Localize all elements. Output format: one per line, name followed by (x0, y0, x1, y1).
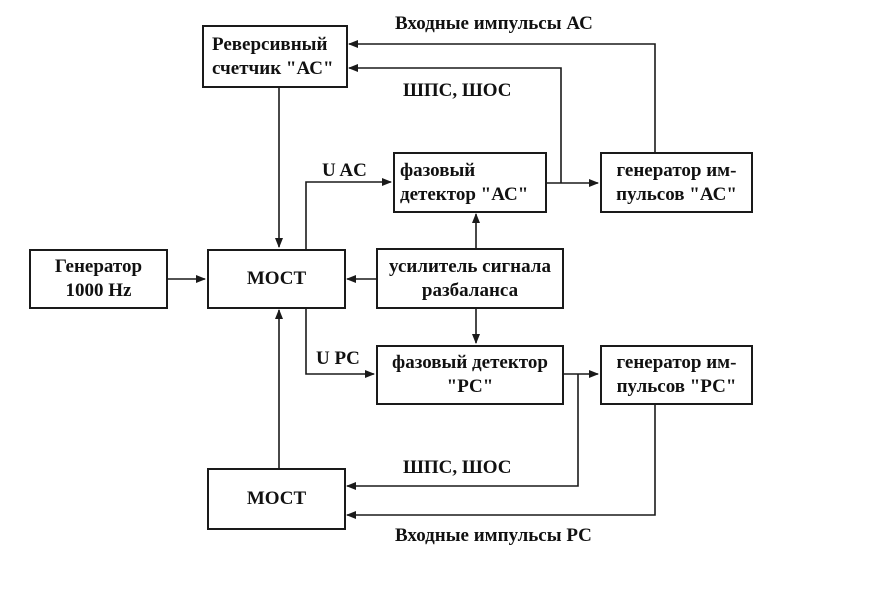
shps-shos-bottom-arrow (346, 374, 579, 490)
input-pulses-ac-label: Входные импульсы АС (395, 13, 593, 34)
bridge-top-block: МОСТ (207, 249, 346, 309)
amplifier-block: усилитель сигнала разбаланса (376, 248, 564, 309)
u-ac-label: U AC (322, 160, 367, 181)
bridge-bottom-label: МОСТ (246, 488, 307, 509)
input-pulses-ac-arrow (348, 40, 656, 152)
pulse-generator-ac-block: генератор им- пульсов "АС" (600, 152, 753, 213)
generator-1000-block: Генератор 1000 Hz (29, 249, 168, 309)
shps-shos-bottom-label: ШПС, ШОС (403, 457, 512, 478)
bridge-bottom-block: МОСТ (207, 468, 346, 530)
u-pc-label: U PC (316, 348, 360, 369)
pulse-generator-pc-line1: генератор им- (616, 352, 737, 373)
u-ac-arrow (305, 178, 392, 249)
shps-shos-top-arrow (348, 64, 562, 183)
bridge-top-label: МОСТ (246, 268, 307, 289)
phase-detector-ac-block: фазовый детектор "АС" (393, 152, 547, 213)
phase-detector-pc-block: фазовый детектор "РС" (376, 345, 564, 405)
shps-shos-top-label: ШПС, ШОС (403, 80, 512, 101)
phase-detector-pc-line1: фазовый детектор (392, 352, 548, 373)
pulse-generator-ac-line1: генератор им- (616, 159, 737, 181)
amplifier-line2: разбаланса (421, 279, 519, 301)
pulse-generator-pc-block: генератор им- пульсов "РС" (600, 345, 753, 405)
input-pulses-pc-label: Входные импульсы РС (395, 525, 592, 546)
input-pulses-pc-arrow (346, 404, 656, 519)
generator-1000-line2: 1000 Hz (65, 280, 132, 301)
reversible-counter-block: Реверсивный счетчик "АС" (202, 25, 348, 88)
u-pc-arrow (305, 308, 375, 378)
phase-detector-ac-line1: фазовый (400, 159, 476, 181)
phase-detector-pc-line2: "РС" (446, 376, 494, 397)
reversible-counter-line2: счетчик "АС" (212, 57, 334, 79)
generator-1000-line1: Генератор (54, 256, 143, 277)
pulse-generator-ac-line2: пульсов "АС" (616, 183, 737, 205)
reversible-counter-line1: Реверсивный (212, 33, 328, 55)
amplifier-line1: усилитель сигнала (389, 255, 551, 277)
phase-detector-ac-line2: детектор "АС" (400, 183, 529, 205)
pulse-generator-pc-line2: пульсов "РС" (616, 376, 737, 397)
